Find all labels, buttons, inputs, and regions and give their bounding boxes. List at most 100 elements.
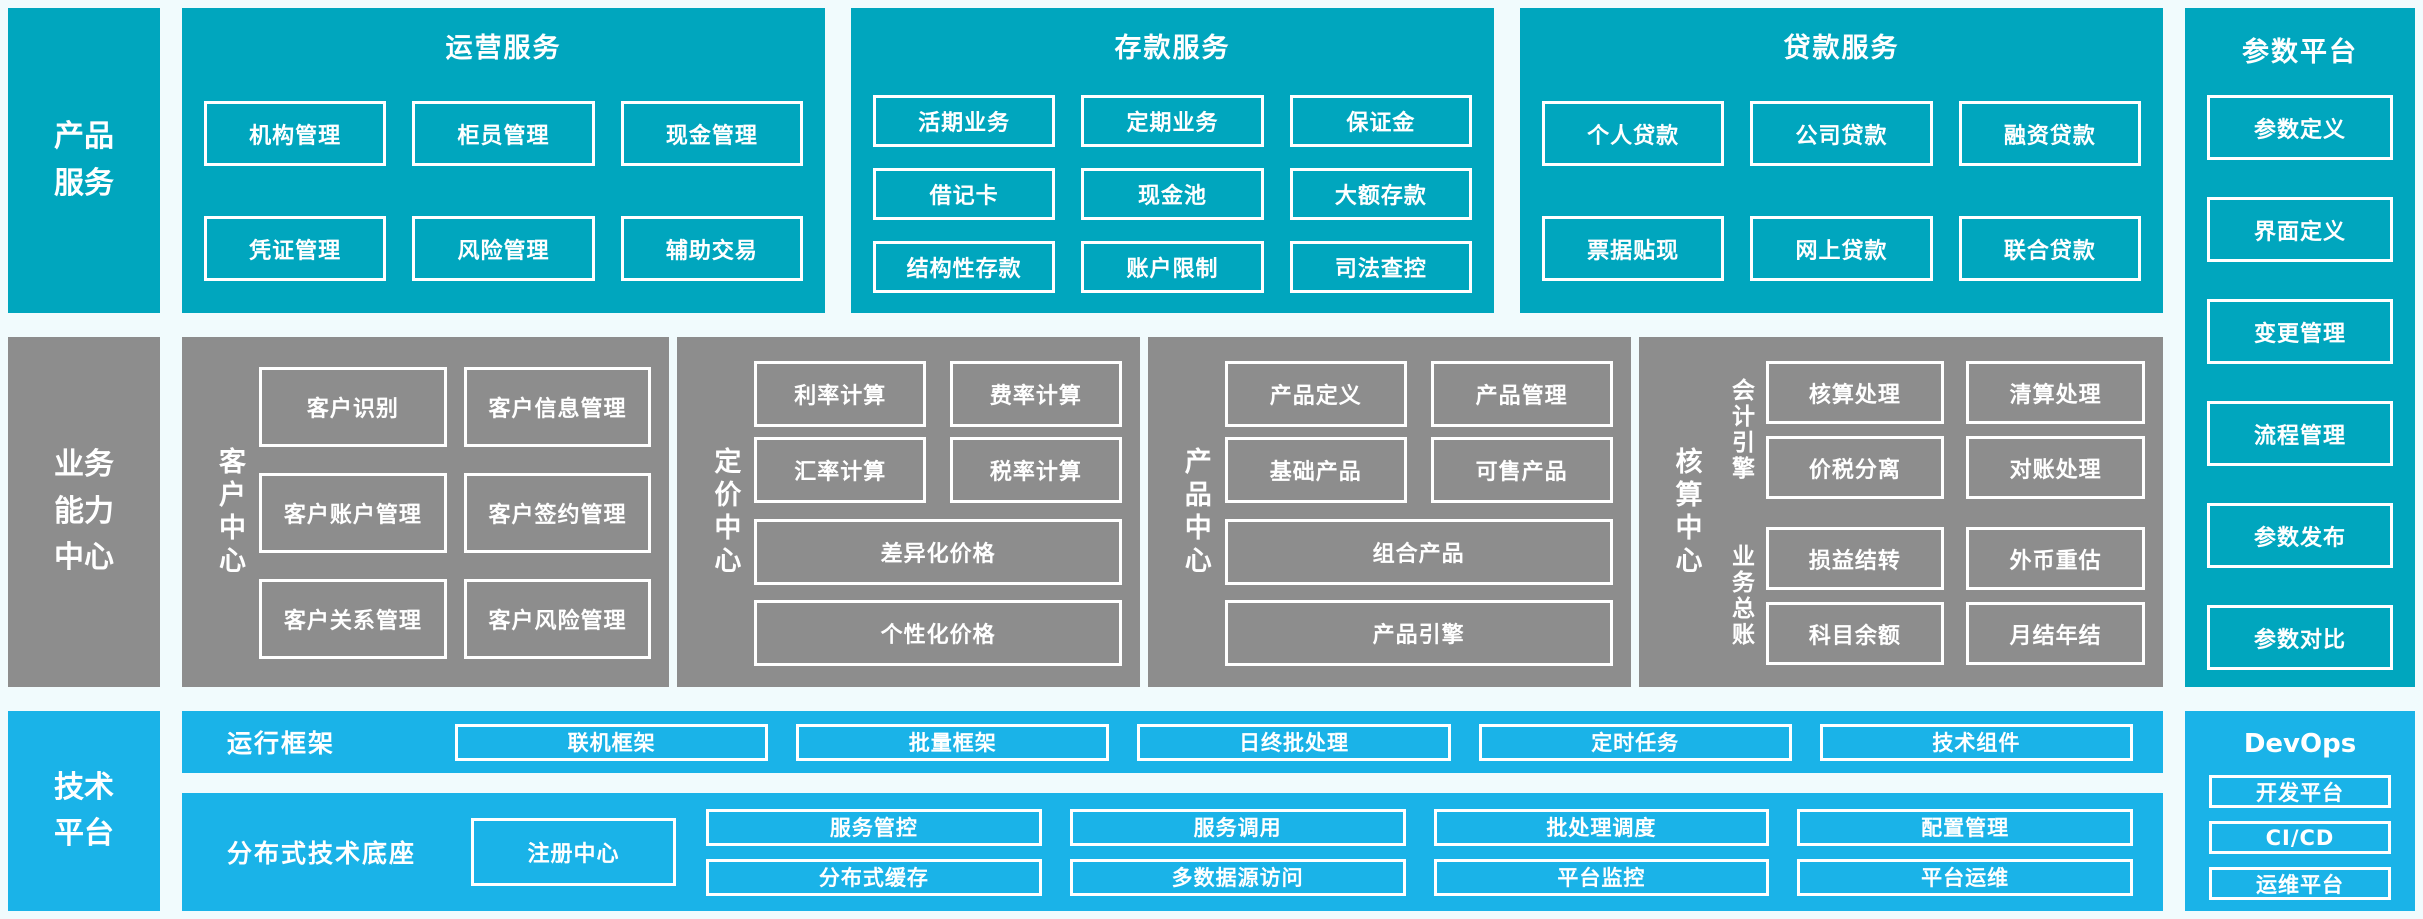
product-center-label: 产品中心 [1179,447,1211,579]
service-box: 客户信息管理 [463,367,652,447]
service-box: 客户识别 [259,367,447,447]
service-box: 网上贷款 [1750,216,1933,281]
business-ledger-group: 业务总账 损益结转外币重估科目余额月结年结 [1716,527,2145,665]
section-accounting-center: 核算中心 会计引擎 核算处理清算处理价税分离对账处理 业务总账 损益结转外币重估… [1638,337,2163,687]
accounting-engine-group: 会计引擎 核算处理清算处理价税分离对账处理 [1716,361,2145,499]
service-box: 参数定义 [2207,95,2393,160]
rail-business-capability-center: 业务 能力 中心 [8,337,160,687]
section-distributed-base: 分布式技术底座 注册中心 服务管控服务调用批处理调度配置管理分布式缓存多数据源访… [182,793,2163,911]
business-ledger-box-grid: 损益结转外币重估科目余额月结年结 [1765,527,2145,665]
service-box: 公司贷款 [1750,101,1933,166]
service-box: 融资贷款 [1958,101,2141,166]
service-box: 对账处理 [1966,436,2145,499]
accounting-engine-label: 会计引擎 [1727,378,1754,482]
distributed-base-label: 分布式技术底座 [227,839,417,868]
service-box: 客户签约管理 [463,473,652,553]
service-box: 定时任务 [1478,723,1792,761]
service-box: 产品定义 [1224,360,1407,427]
rail-technology-platform: 技术 平台 [8,711,160,911]
service-box: 定期业务 [1081,95,1264,147]
service-box: 现金池 [1081,168,1264,220]
service-box: 产品引擎 [1224,599,1613,666]
service-box: 辅助交易 [620,216,803,281]
service-box: 汇率计算 [754,436,927,503]
service-box: 账户限制 [1081,241,1264,293]
service-box: 客户关系管理 [259,579,447,659]
service-box: 组合产品 [1224,518,1613,585]
section-title: 存款服务 [1114,33,1231,64]
service-box: 参数发布 [2207,503,2393,568]
accounting-center-groups: 会计引擎 核算处理清算处理价税分离对账处理 业务总账 损益结转外币重估科目余额月… [1716,359,2145,667]
section-title: 贷款服务 [1783,33,1900,64]
product-center-wide-boxes: 组合产品产品引擎 [1224,518,1613,666]
service-box: 变更管理 [2207,299,2393,364]
service-box: 票据贴现 [1542,216,1725,281]
service-box: CI/CD [2209,821,2391,854]
service-box: 平台监控 [1433,858,1770,896]
pricing-center-wide-boxes: 差异化价格个性化价格 [754,518,1122,666]
business-capability-band: 客户中心 客户识别客户信息管理客户账户管理客户签约管理客户关系管理客户风险管理 … [182,337,2163,687]
service-box: 配置管理 [1797,808,2133,846]
service-box: 税率计算 [950,436,1122,503]
service-box: 司法查控 [1289,241,1472,293]
service-box: 利率计算 [754,360,927,427]
deposit-services-box-grid: 活期业务定期业务保证金借记卡现金池大额存款结构性存款账户限制司法查控 [873,95,1472,293]
pricing-center-content: 利率计算费率计算汇率计算税率计算 差异化价格个性化价格 [754,359,1122,667]
accounting-engine-box-grid: 核算处理清算处理价税分离对账处理 [1765,361,2145,499]
service-box: 价税分离 [1765,436,1945,499]
service-box: 现金管理 [620,101,803,166]
service-box: 产品管理 [1430,360,1613,427]
section-operation-services: 运营服务 机构管理柜员管理现金管理凭证管理风险管理辅助交易 [182,8,825,313]
rail-product-services: 产品 服务 [8,8,160,313]
product-center-box-grid: 产品定义产品管理基础产品可售产品 [1224,360,1613,503]
service-box: 平台运维 [1797,858,2133,896]
business-ledger-label: 业务总账 [1727,544,1754,648]
service-box: 活期业务 [873,95,1056,147]
pricing-center-box-grid: 利率计算费率计算汇率计算税率计算 [754,360,1122,503]
service-box: 损益结转 [1765,527,1945,590]
service-box: 运维平台 [2209,867,2391,900]
product-services-band: 运营服务 机构管理柜员管理现金管理凭证管理风险管理辅助交易 存款服务 活期业务定… [182,8,2163,313]
loan-services-box-grid: 个人贷款公司贷款融资贷款票据贴现网上贷款联合贷款 [1542,101,2141,281]
service-box: 流程管理 [2207,401,2393,466]
service-box: 联机框架 [455,723,769,761]
technology-platform-band: 运行框架 联机框架批量框架日终批处理定时任务技术组件 分布式技术底座 注册中心 … [182,711,2163,911]
service-box: 大额存款 [1289,168,1472,220]
service-box: 费率计算 [950,360,1122,427]
service-box: 差异化价格 [754,518,1122,585]
section-devops: DevOps 开发平台 CI/CD 运维平台 [2185,711,2415,911]
section-pricing-center: 定价中心 利率计算费率计算汇率计算税率计算 差异化价格个性化价格 [677,337,1140,687]
service-box: 日终批处理 [1137,723,1451,761]
service-box: 月结年结 [1966,602,2145,665]
service-box: 个性化价格 [754,599,1122,666]
section-title: 运营服务 [445,33,562,64]
product-center-content: 产品定义产品管理基础产品可售产品 组合产品产品引擎 [1224,359,1613,667]
section-parameter-platform: 参数平台 参数定义界面定义变更管理流程管理参数发布参数对比 [2185,8,2415,687]
service-box: 客户账户管理 [259,473,447,553]
section-deposit-services: 存款服务 活期业务定期业务保证金借记卡现金池大额存款结构性存款账户限制司法查控 [851,8,1494,313]
distributed-base-box-grid: 服务管控服务调用批处理调度配置管理分布式缓存多数据源访问平台监控平台运维 [706,808,2133,896]
customer-center-box-grid: 客户识别客户信息管理客户账户管理客户签约管理客户关系管理客户风险管理 [259,359,652,667]
service-box: 多数据源访问 [1069,858,1406,896]
service-box: 服务调用 [1069,808,1406,846]
devops-title: DevOps [2243,729,2357,759]
service-box: 开发平台 [2209,775,2391,808]
service-box: 客户风险管理 [463,579,652,659]
service-box: 清算处理 [1966,361,2145,424]
section-product-center: 产品中心 产品定义产品管理基础产品可售产品 组合产品产品引擎 [1147,337,1631,687]
parameter-platform-box-stack: 参数定义界面定义变更管理流程管理参数发布参数对比 [2207,95,2393,670]
service-box: 批处理调度 [1433,808,1770,846]
service-box: 参数对比 [2207,605,2393,670]
service-box: 机构管理 [204,101,387,166]
pricing-center-label: 定价中心 [709,447,741,579]
service-box: 基础产品 [1224,436,1407,503]
service-box: 联合贷款 [1958,216,2141,281]
service-box: 风险管理 [412,216,595,281]
section-customer-center: 客户中心 客户识别客户信息管理客户账户管理客户签约管理客户关系管理客户风险管理 [182,337,670,687]
service-box: 个人贷款 [1542,101,1725,166]
service-box: 凭证管理 [204,216,387,281]
service-box: 技术组件 [1819,723,2133,761]
service-box: 外币重估 [1966,527,2145,590]
runtime-framework-label: 运行框架 [227,729,336,758]
